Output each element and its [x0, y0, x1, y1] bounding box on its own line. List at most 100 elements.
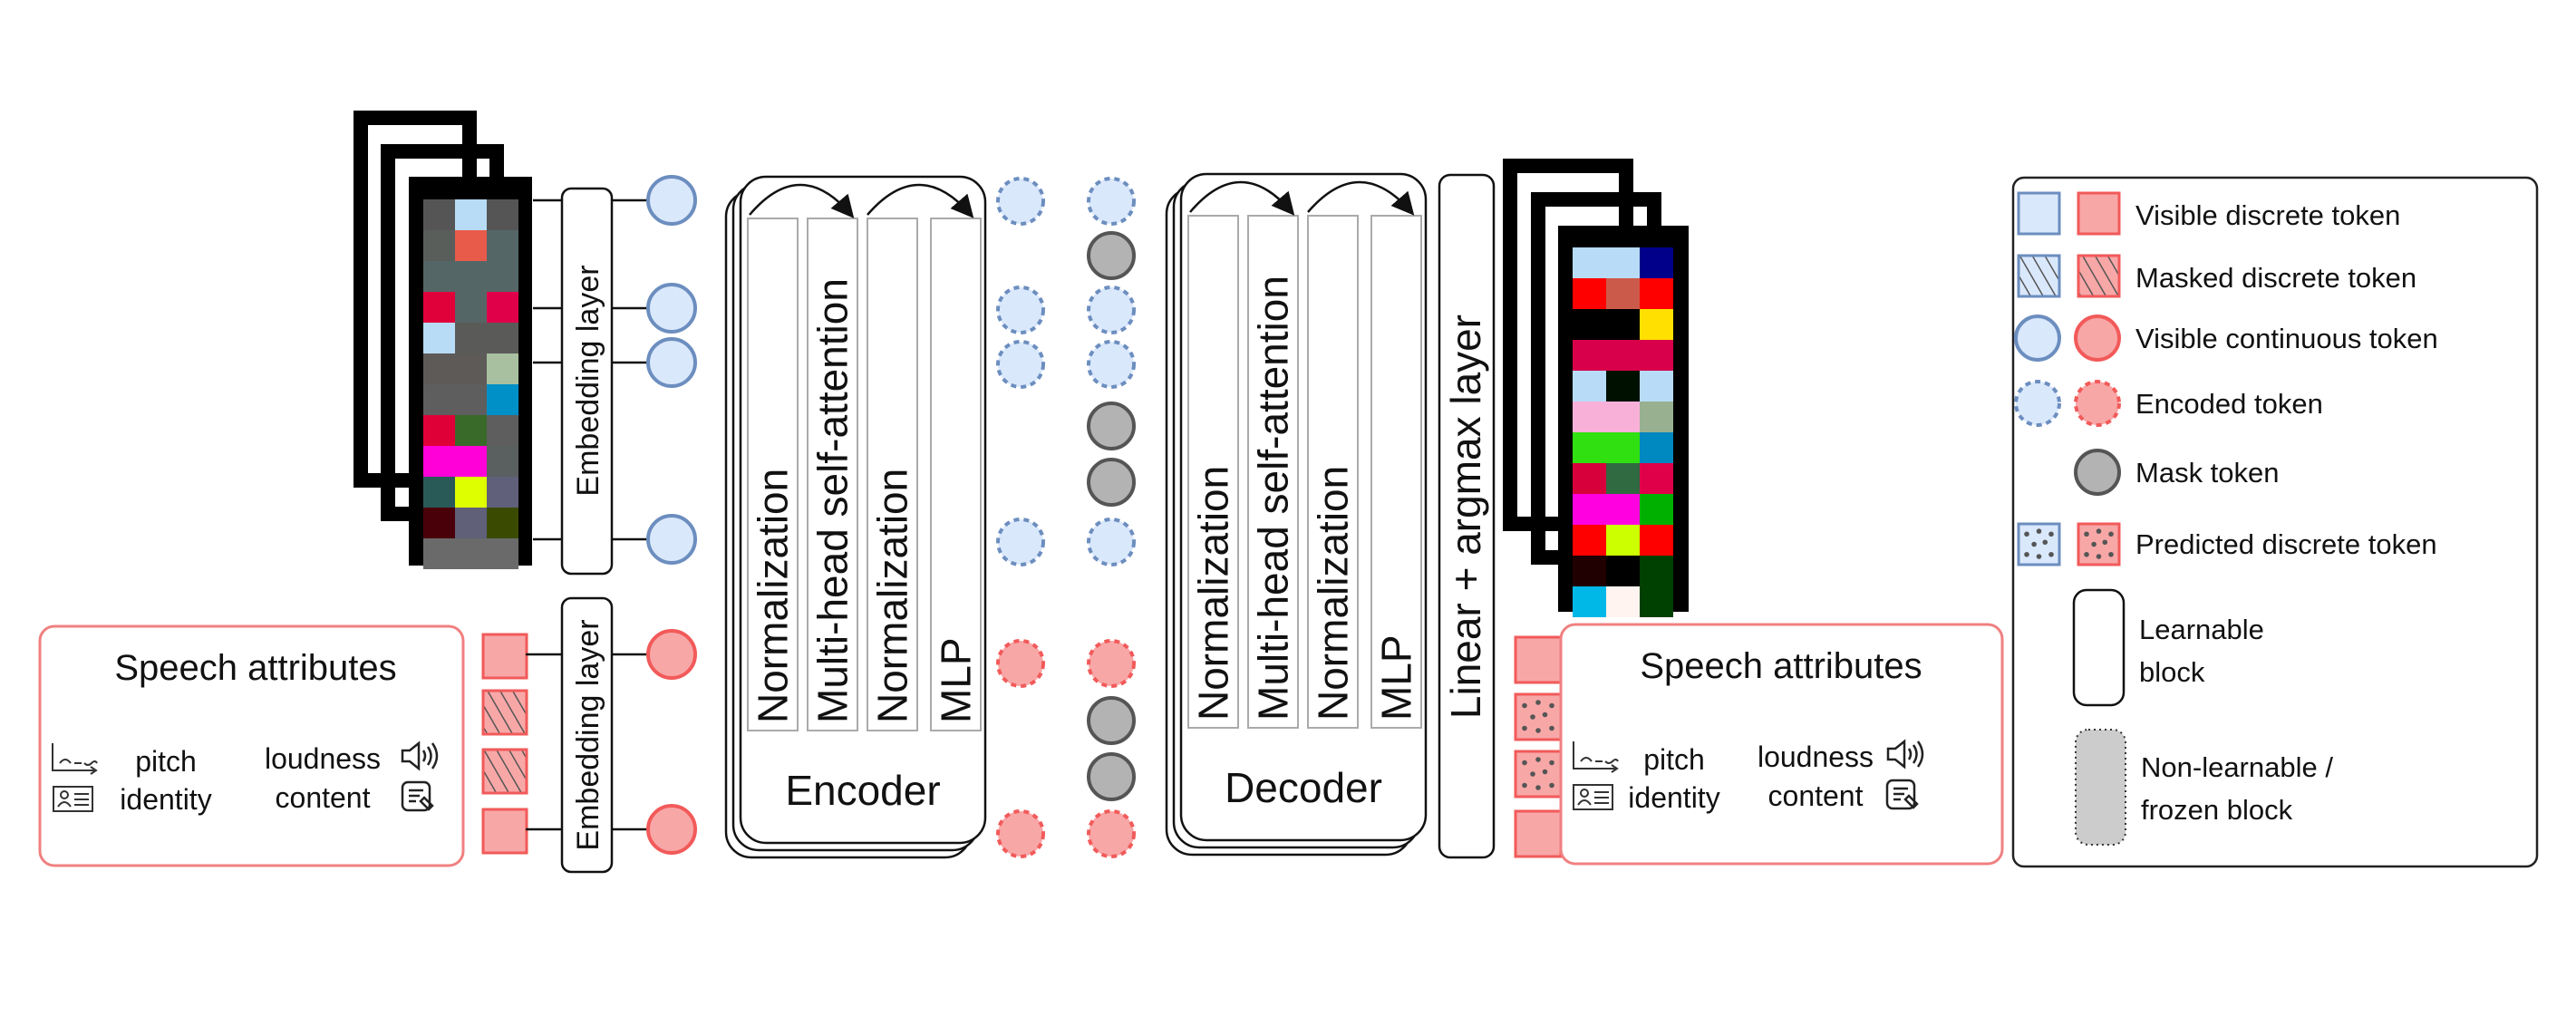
visible-continuous-token	[646, 804, 697, 855]
spectrogram-cell	[1640, 309, 1673, 340]
spectrogram-cell	[423, 199, 455, 230]
residual-arrow-icon	[1189, 180, 1295, 216]
content-document-icon	[401, 780, 434, 812]
sublayer-label: MLP	[1373, 634, 1420, 721]
spectrogram-cell	[487, 230, 518, 261]
legend-label: Masked discrete token	[2135, 262, 2416, 294]
spectrogram-cell	[455, 292, 487, 323]
legend-blue-encoded	[2014, 380, 2061, 427]
sublayer-label: MLP	[933, 637, 980, 723]
spectrogram-cell	[487, 323, 518, 353]
spectrogram-cell	[423, 292, 455, 323]
spectrogram-cell	[1606, 340, 1640, 371]
encoded-token	[996, 809, 1045, 858]
spectrogram-cell	[455, 415, 487, 446]
spectrogram-cell	[1573, 247, 1606, 278]
attr-left-identity: identity	[120, 783, 211, 816]
linear-argmax-layer: Linear + argmax layer	[1438, 173, 1496, 859]
visible-discrete-token	[1514, 635, 1563, 684]
spectrogram-cell	[1640, 432, 1673, 463]
embedding-layer-top-label: Embedding layer	[571, 265, 605, 496]
spectrogram-cell	[1573, 494, 1606, 525]
mask-token	[1087, 696, 1136, 745]
predicted-discrete-token	[1514, 750, 1563, 799]
sublayer-2	[1307, 215, 1359, 729]
attr-right-identity: identity	[1628, 781, 1719, 814]
attr-left-pitch: pitch	[135, 745, 197, 778]
output-spectrogram-grid	[1573, 247, 1673, 617]
spectrogram-cell	[1606, 432, 1640, 463]
spectrogram-cell	[1573, 309, 1606, 340]
legend-red-encoded	[2074, 380, 2121, 427]
spectrogram-cell	[487, 292, 518, 323]
spectrogram-cell	[487, 261, 518, 292]
predicted-discrete-token	[2017, 522, 2061, 566]
visible-continuous-token	[646, 337, 697, 388]
attr-right-pitch: pitch	[1643, 743, 1705, 776]
legend-red-visible-continuous	[2074, 315, 2121, 362]
legend-red-masked-discrete	[2077, 254, 2121, 298]
spectrogram-cell	[1606, 402, 1640, 432]
output-red-discrete-tokens	[1514, 635, 1563, 858]
spectrogram-cell	[1606, 556, 1640, 586]
sublayer-2	[867, 218, 918, 731]
spectrogram-cell	[1573, 432, 1606, 463]
embedding-layer-top: Embedding layer	[560, 187, 614, 576]
speech-attributes-left-title: Speech attributes	[114, 648, 396, 688]
spectrogram-cell	[487, 353, 518, 384]
sublayer-1	[807, 218, 858, 731]
block-title: Encoder	[785, 767, 940, 814]
spectrogram-cell	[423, 415, 455, 446]
spectrogram-cell	[1640, 586, 1673, 617]
spectrogram-cell	[455, 230, 487, 261]
sublayer-0	[747, 218, 799, 731]
spectrogram-cell	[455, 384, 487, 415]
spectrogram-cell	[487, 508, 518, 538]
pitch-curve-icon	[1573, 741, 1619, 773]
spectrogram-cell	[1573, 371, 1606, 402]
attr-right-loudness: loudness	[1758, 740, 1874, 773]
spectrogram-cell	[1640, 340, 1673, 371]
sublayer-label: Multi-head self-attention	[809, 278, 857, 723]
spectrogram-cell	[423, 230, 455, 261]
spectrogram-cell	[1606, 309, 1640, 340]
visible-continuous-token	[646, 514, 697, 565]
spectrogram-cell	[1606, 371, 1640, 402]
pitch-curve-icon	[52, 743, 98, 775]
residual-arrow-icon	[1307, 180, 1415, 216]
speech-attributes-right-title: Speech attributes	[1640, 646, 1922, 686]
attr-left-content: content	[276, 781, 371, 814]
legend-label: Visible discrete token	[2135, 199, 2400, 231]
encoded-token	[1087, 286, 1136, 334]
encoded-token	[996, 639, 1045, 688]
spectrogram-cell	[455, 538, 487, 569]
spectrogram-cell	[1606, 586, 1640, 617]
spectrogram-cell	[1573, 340, 1606, 371]
legend-label: Encoded token	[2135, 388, 2323, 420]
spectrogram-cell	[1573, 525, 1606, 556]
predicted-discrete-token	[2077, 522, 2121, 566]
legend-red-visible-discrete	[2077, 191, 2121, 236]
mask-token	[1087, 231, 1136, 280]
spectrogram-cell	[1573, 586, 1606, 617]
visible-continuous-token	[646, 629, 697, 680]
sublayer-3	[930, 218, 982, 731]
spectrogram-cell	[1573, 556, 1606, 586]
speech-attributes-left: Speech attributes pitch loudness identit…	[38, 624, 465, 867]
legend-mask-token	[2074, 449, 2121, 496]
linear-argmax-label: Linear + argmax layer	[1442, 315, 1489, 719]
spectrogram-cell	[1573, 463, 1606, 494]
spectrogram-cell	[455, 199, 487, 230]
visible-discrete-token	[481, 808, 528, 855]
spectrogram-cell	[423, 477, 455, 508]
legend-predicted-discrete	[2017, 522, 2121, 566]
spectrogram-cell	[1640, 247, 1673, 278]
spectrogram-cell	[1640, 556, 1673, 586]
sublayer-label: Normalization	[869, 469, 916, 723]
spectrogram-cell	[423, 261, 455, 292]
id-card-icon	[1573, 784, 1613, 810]
output-spectrogram-stack	[1503, 159, 1689, 617]
sublayer-1	[1247, 215, 1299, 729]
encoded-token	[996, 518, 1045, 566]
